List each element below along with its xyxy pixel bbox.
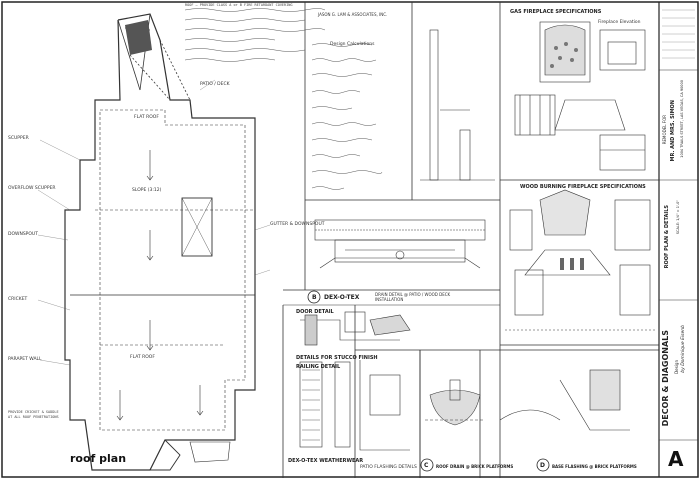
left-note-5: PARAPET WALL	[8, 357, 42, 362]
area-label-2: SLOPE (3:12)	[132, 188, 162, 193]
firm-name: DECOR & DIAGONALS	[661, 330, 670, 427]
area-label-3: PATIO / DECK	[200, 82, 230, 87]
roof-plan-title: roof plan	[70, 452, 127, 465]
base-flashing-caption: BASE FLASHING @ BRICK PLATFORMS	[552, 464, 637, 469]
deck-section-caption: DRAIN DETAIL @ PATIO / WOOD DECK INSTALL…	[375, 292, 451, 302]
sheet-number: A	[668, 447, 684, 471]
client-name: MR. AND MRS. SIMON	[670, 100, 676, 162]
client-label: REMODEL FOR	[662, 115, 667, 145]
firm-subtitle-2: by Dominique Eisenb	[681, 325, 686, 373]
left-note-4: CRICKET	[8, 297, 28, 302]
sheet-title: ROOF PLAN & DETAILS	[664, 205, 670, 269]
firm-subtitle: Design	[674, 360, 679, 374]
area-label-1: FLAT ROOF	[134, 115, 159, 120]
roof-drain-letter: C	[424, 462, 429, 469]
area-label-5: FLAT ROOF	[130, 355, 155, 360]
roof-plan-note-top: ROOF — PROVIDE CLASS A or B FIRE RETARDA…	[185, 3, 293, 7]
railing-detail-caption: RAILING DETAIL	[296, 364, 341, 370]
client-address: 1004 TRAILS STREET, LAS VEGAS, CA 90000	[680, 80, 684, 158]
roof-drain-caption: ROOF DRAIN @ BRICK PLATFORMS	[436, 464, 514, 469]
left-note-2: OVERFLOW SCUPPER	[8, 186, 56, 191]
gas-fireplace-subtitle: Fireplace Elevation	[598, 20, 641, 25]
stucco-detail-caption: DETAILS FOR STUCCO FINISH	[296, 355, 378, 361]
base-flashing-letter: D	[540, 462, 545, 469]
sheet-scale: SCALE: 1/4" = 1'-0"	[676, 200, 680, 235]
bottom-left-note: PROVIDE CRICKET & SADDLE AT ALL ROOF PEN…	[8, 410, 59, 419]
roof-plan-drawing	[37, 13, 271, 471]
door-detail-caption: DOOR DETAIL	[296, 309, 334, 315]
area-label-4: GUTTER & DOWNSPOUT	[270, 222, 325, 227]
deck-section-tag: DEX-O-TEX	[324, 294, 360, 301]
engineer-block: JASON G. LAM & ASSOCIATES, INC.	[318, 12, 388, 17]
left-note-1: SCUPPER	[8, 136, 29, 141]
deck-section-letter: B	[312, 294, 317, 301]
weatherwear-sub: PATIO FLASHING DETAILS	[360, 465, 417, 470]
gas-fireplace-title: GAS FIREPLACE SPECIFICATIONS	[510, 9, 602, 15]
wood-fireplace-title: WOOD BURNING FIREPLACE SPECIFICATIONS	[520, 184, 646, 190]
weatherwear-caption: DEX-O-TEX WEATHERWEAR	[288, 458, 364, 464]
calc-heading: Design Calculations	[330, 42, 375, 47]
left-note-3: DOWNSPOUT	[8, 232, 38, 237]
